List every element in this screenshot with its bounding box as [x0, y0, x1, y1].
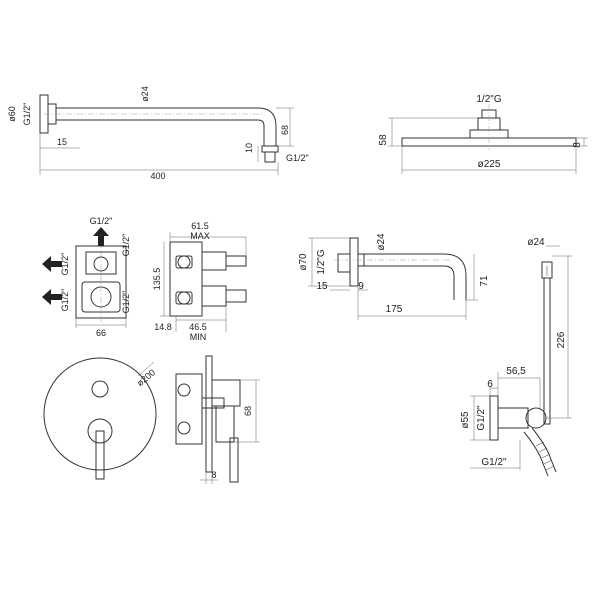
hand-shower-view: ø24 226 56,5 6 ø55 G1/2" G1/2"	[460, 237, 572, 477]
arm-thread-label: G1/2"	[22, 103, 32, 126]
spout-offset-label: 15	[316, 281, 328, 292]
head-thread-label: 1/2"G	[476, 94, 501, 105]
spout-diameter-label: ø24	[376, 233, 387, 251]
up-arrow-icon	[93, 227, 109, 246]
mixer-front-view: G1/2" G1/2" G1/2" G1/2" G1/2" 66	[42, 216, 131, 338]
hand-offset-label: 56,5	[506, 366, 526, 377]
spout-view: ø70 1/2"G ø24 71 15 9 175	[298, 233, 490, 320]
arm-flange-label: ø60	[7, 106, 17, 122]
mixer-side-view: 61.5 MAX 135.5 14.8 46.5 MIN	[152, 221, 247, 342]
mixer-left-thread-upper: G1/2"	[60, 253, 70, 276]
spout-thread-label: 1/2"G	[316, 249, 327, 274]
hand-flange-label: ø55	[460, 411, 471, 429]
shower-head-view: 1/2"G 58 8 ø225	[378, 94, 588, 174]
head-thickness-label: 8	[572, 142, 583, 148]
left-arrow-icon	[42, 289, 62, 305]
head-diameter-label: ø225	[478, 159, 501, 170]
spout-wall-label: 9	[358, 281, 364, 292]
mixer-top-thread: G1/2"	[90, 216, 113, 226]
mixer-height-label: 135.5	[152, 268, 162, 291]
mixer-depth-front: 14.8	[154, 322, 172, 332]
hand-bottom-thread-label: G1/2"	[481, 457, 507, 468]
mixer-width-label: 66	[96, 328, 106, 338]
spout-length-label: 175	[386, 304, 403, 315]
spout-height-label: 71	[479, 275, 490, 287]
mixer-right-thread-upper: G1/2"	[121, 234, 131, 257]
shower-arm-view: ø24 ø60 G1/2" 15 400 68 10 G1/2"	[7, 86, 309, 181]
mixer-left-thread-lower: G1/2"	[60, 289, 70, 312]
mixer-max-label: MAX	[190, 231, 210, 241]
plate-diameter-label: ø200	[135, 367, 157, 388]
plate-thickness-label: 8	[211, 470, 216, 480]
arm-offset-label: 15	[57, 137, 67, 147]
plate-projection-label: 68	[243, 406, 253, 416]
mixer-min-label: MIN	[190, 332, 207, 342]
hand-diameter-label: ø24	[527, 237, 545, 248]
mixer-depth-min: 46.5	[189, 322, 207, 332]
arm-tip-thread-label: G1/2"	[286, 153, 309, 163]
hand-depth-label: 6	[487, 379, 493, 390]
mixer-depth-max: 61.5	[191, 221, 209, 231]
hand-length-label: 226	[556, 331, 567, 348]
hand-side-thread-label: G1/2"	[476, 405, 487, 431]
head-height-label: 58	[378, 134, 389, 146]
arm-tip-label: 10	[244, 143, 254, 153]
left-arrow-icon	[42, 256, 62, 272]
arm-length-label: 400	[150, 171, 165, 181]
plate-view: ø200 68 8	[43, 355, 260, 484]
arm-height-label: 68	[280, 125, 290, 135]
arm-diameter-label: ø24	[140, 86, 150, 102]
mixer-right-thread-lower: G1/2"	[121, 291, 131, 314]
spout-flange-label: ø70	[298, 253, 309, 271]
